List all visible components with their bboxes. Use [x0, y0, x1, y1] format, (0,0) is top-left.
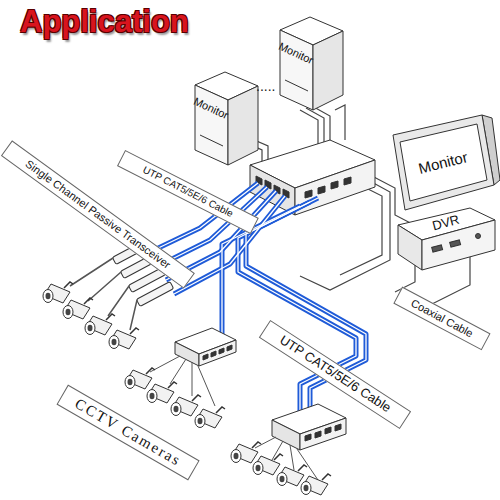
coaxial-wires	[300, 110, 318, 150]
cable-callout: UTP CAT5/5E/6 Cable	[117, 150, 259, 234]
monitor-tower	[200, 135, 223, 146]
monitor-screen	[393, 115, 500, 210]
receiver-hub	[250, 140, 375, 215]
coaxial-wires	[306, 108, 324, 148]
small-hub	[272, 420, 300, 450]
passive-transceivers	[136, 282, 173, 307]
cctv-camera	[231, 442, 331, 495]
small-hub	[175, 342, 199, 366]
ellipsis-mark: .....	[256, 78, 275, 94]
coaxial-wires	[312, 106, 330, 146]
receiver-hub	[305, 177, 351, 198]
small-hub	[300, 418, 346, 450]
node-text: Single Channel Passive Transceiver	[8, 146, 189, 282]
dvr-box	[476, 234, 481, 239]
coax-callout: Coaxial Cable	[393, 286, 490, 349]
dvr-box	[398, 225, 422, 270]
dvr-box	[450, 240, 461, 247]
small-hub	[305, 424, 341, 441]
cctv-camera	[195, 407, 225, 428]
receiver-hub	[295, 160, 375, 215]
cctv-camera	[125, 368, 155, 389]
monitor-screen	[400, 124, 487, 201]
transceiver-callout: Single Channel Passive Transceiver	[1, 140, 195, 288]
cctv-camera	[147, 382, 177, 403]
cctv-camera	[253, 454, 283, 475]
node-text: UTP CAT5/5E/6 Cable	[266, 325, 405, 422]
cctv-camera	[63, 298, 93, 319]
cctv-camera	[109, 328, 139, 349]
cctv-camera	[43, 282, 73, 303]
monitor-tower	[313, 31, 343, 110]
dvr-box	[432, 245, 443, 252]
cctv-camera	[301, 474, 331, 495]
passive-transceivers	[70, 258, 137, 330]
page-title: Application	[20, 4, 189, 40]
node-text: CCTV Cameras	[63, 390, 193, 475]
monitor-screen	[393, 115, 494, 210]
monitor-tower	[285, 80, 308, 91]
cctv-camera	[125, 368, 225, 428]
coaxial-wires	[340, 185, 382, 275]
coaxial-wires	[335, 105, 345, 140]
monitor-tower	[228, 86, 258, 165]
cctv-camera	[43, 282, 139, 349]
dvr-box	[398, 208, 495, 270]
small-hub	[199, 340, 236, 366]
cctv-camera	[171, 395, 201, 416]
cctv-camera	[85, 314, 115, 335]
small-hub	[203, 345, 232, 360]
node-text: UTP CAT5/5E/6 Cable	[124, 155, 252, 228]
cctv-camera	[231, 442, 261, 463]
